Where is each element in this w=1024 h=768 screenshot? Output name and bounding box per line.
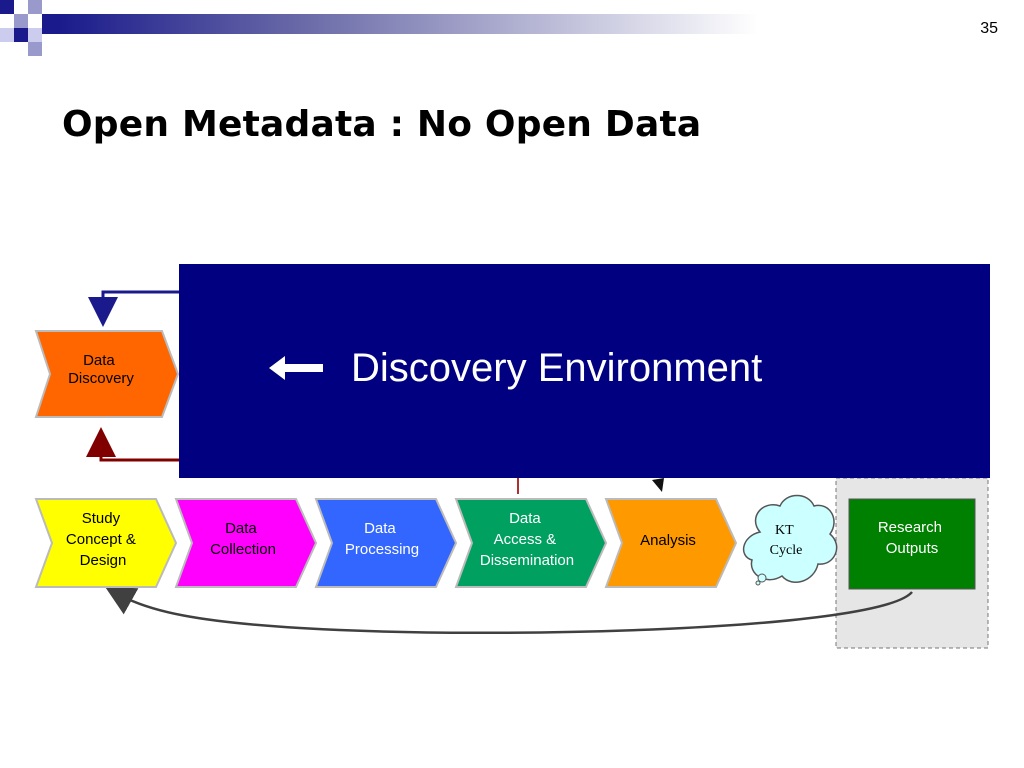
stage-label: Data Access & Dissemination — [480, 510, 574, 569]
label-line: Collection — [210, 541, 276, 558]
label-line: Dissemination — [480, 552, 574, 569]
header-square — [28, 28, 42, 42]
label-line: Data — [83, 352, 115, 369]
label-line: Outputs — [886, 540, 939, 557]
red-connector — [86, 427, 200, 462]
stage-analysis: Analysis — [604, 498, 738, 588]
kt-cycle-cloud: KT Cycle — [742, 494, 838, 586]
cloud-label: KT Cycle — [770, 523, 803, 558]
label-line: Concept & — [66, 531, 136, 548]
header-decoration — [0, 0, 758, 56]
box-label: Research Outputs — [878, 519, 946, 557]
slide-title: Open Metadata : No Open Data — [62, 104, 702, 145]
header-square — [0, 0, 14, 14]
label-line: Research — [878, 519, 942, 536]
header-square — [0, 28, 14, 42]
label-line: Data — [225, 520, 257, 537]
cloud-puff — [757, 573, 767, 583]
stage-label: Study Concept & Design — [66, 510, 140, 569]
slide-number: 35 — [980, 20, 998, 37]
header-square — [14, 28, 28, 42]
box-label: Data Discovery — [68, 352, 134, 387]
black-arrowhead — [652, 478, 664, 492]
header-square — [14, 14, 28, 28]
stage-label: Analysis — [640, 532, 696, 549]
header-square — [28, 0, 42, 14]
label-line: Access & — [494, 531, 557, 548]
overlay-label: Discovery Environment — [351, 346, 763, 390]
discovery-environment-overlay: Discovery Environment — [179, 264, 990, 478]
blue-connector — [88, 290, 200, 327]
header-gradient-bar — [58, 14, 758, 34]
label-line: Study — [82, 510, 121, 527]
left-arrow-icon — [269, 356, 323, 380]
label-line: Data — [364, 520, 396, 537]
cloud-shape — [742, 494, 838, 583]
label-line: Cycle — [770, 543, 803, 558]
cloud-puff — [755, 580, 761, 586]
stage-data-access-dissemination: Data Access & Dissemination — [454, 498, 608, 588]
research-outputs-box: Research Outputs — [848, 498, 976, 590]
stage-label: Data Processing — [345, 520, 419, 558]
header-square — [28, 42, 42, 56]
label-line: Design — [80, 552, 127, 569]
stage-data-collection: Data Collection — [174, 498, 318, 588]
header-square — [42, 14, 58, 34]
label-line: Processing — [345, 541, 419, 558]
feedback-curve — [104, 586, 913, 635]
stage-study-concept-design: Study Concept & Design — [34, 498, 178, 588]
label-line: KT — [775, 523, 794, 538]
data-discovery-box: Data Discovery — [34, 330, 180, 418]
label-line: Data — [509, 510, 541, 527]
stage-label: Data Collection — [210, 520, 276, 558]
label-line: Analysis — [640, 532, 696, 549]
stage-data-processing: Data Processing — [314, 498, 458, 588]
label-line: Discovery — [68, 370, 134, 387]
